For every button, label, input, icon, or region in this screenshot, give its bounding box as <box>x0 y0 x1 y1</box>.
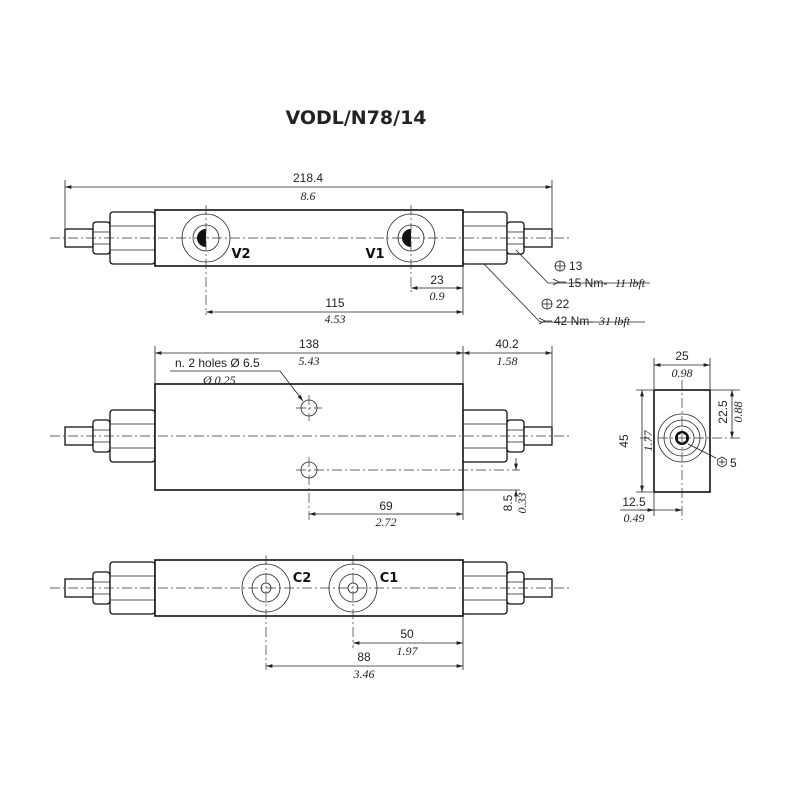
fitting-length-in: 1.58 <box>497 354 518 368</box>
large-nut-torque-lbft: 31 lbft <box>598 314 631 328</box>
mounting-hole-bottom <box>296 457 520 520</box>
v1-offset-in: 0.9 <box>430 289 445 303</box>
hex-nut-icon <box>541 298 553 310</box>
port-c2 <box>241 555 291 670</box>
port-v1 <box>386 205 436 292</box>
left-fitting <box>64 409 156 463</box>
large-nut-torque-nm: 42 Nm- <box>554 314 593 328</box>
side-height-mm: 45 <box>617 434 631 448</box>
hex-key-size: 5 <box>730 456 737 470</box>
port-c1-label: C1 <box>380 571 399 586</box>
port-c2-label: C2 <box>293 571 312 586</box>
side-view: 25 0.98 45 1.77 22.5 0.88 5 12.5 0.49 <box>617 349 745 525</box>
side-height-in: 1.77 <box>641 430 655 452</box>
front-view: n. 2 holes Ø 6.5 Ø 0.25 138 5.43 40.2 1.… <box>50 337 570 529</box>
body-length-in: 5.43 <box>299 354 320 368</box>
hex-key-icon <box>717 456 727 468</box>
v-spacing-in: 4.53 <box>325 312 346 326</box>
center-width-mm: 12.5 <box>622 495 646 509</box>
v1-offset-mm: 23 <box>430 273 444 287</box>
hex-nut-icon <box>554 260 566 272</box>
drawing-title: VODL/N78/14 <box>285 107 426 129</box>
port-v2-label: V2 <box>231 247 250 262</box>
wrench-icon <box>552 278 566 286</box>
small-nut-torque-nm: 15 Nm- <box>568 276 607 290</box>
hole-offset-in: 2.72 <box>376 515 397 529</box>
side-width-in: 0.98 <box>672 366 693 380</box>
port-c1 <box>328 555 378 648</box>
c1-offset-mm: 50 <box>400 627 414 641</box>
body-length-mm: 138 <box>299 337 319 351</box>
overall-length-mm: 218.4 <box>293 171 323 185</box>
small-nut-torque-lbft: 11 lbft <box>615 276 646 290</box>
port-v1-label: V1 <box>365 247 384 262</box>
c1-offset-in: 1.97 <box>397 644 419 658</box>
c2-offset-in: 3.46 <box>353 667 375 681</box>
center-width-in: 0.49 <box>624 511 645 525</box>
small-nut-hex: 13 <box>569 259 583 273</box>
bottom-view: C2 C1 50 1.97 88 3.46 <box>50 555 570 681</box>
v-spacing-mm: 115 <box>325 296 344 310</box>
port-v2 <box>181 205 231 315</box>
mounting-hole-top <box>296 395 322 421</box>
wrench-icon <box>538 317 552 325</box>
hole-height-in: 0.33 <box>515 493 529 514</box>
center-height-mm: 22.5 <box>716 400 730 424</box>
center-height-in: 0.88 <box>731 402 745 423</box>
c2-offset-mm: 88 <box>357 650 371 664</box>
fitting-length-mm: 40.2 <box>495 337 519 351</box>
overall-length-in: 8.6 <box>301 189 316 203</box>
side-width-mm: 25 <box>675 349 689 363</box>
hole-height-mm: 8.5 <box>501 494 515 511</box>
hole-offset-mm: 69 <box>379 499 393 513</box>
top-view: V2 V1 218.4 8.6 23 0.9 115 4.53 <box>50 171 650 328</box>
holes-note-in: Ø 0.25 <box>202 373 236 387</box>
large-nut-hex: 22 <box>556 297 570 311</box>
holes-note: n. 2 holes Ø 6.5 <box>175 356 260 370</box>
